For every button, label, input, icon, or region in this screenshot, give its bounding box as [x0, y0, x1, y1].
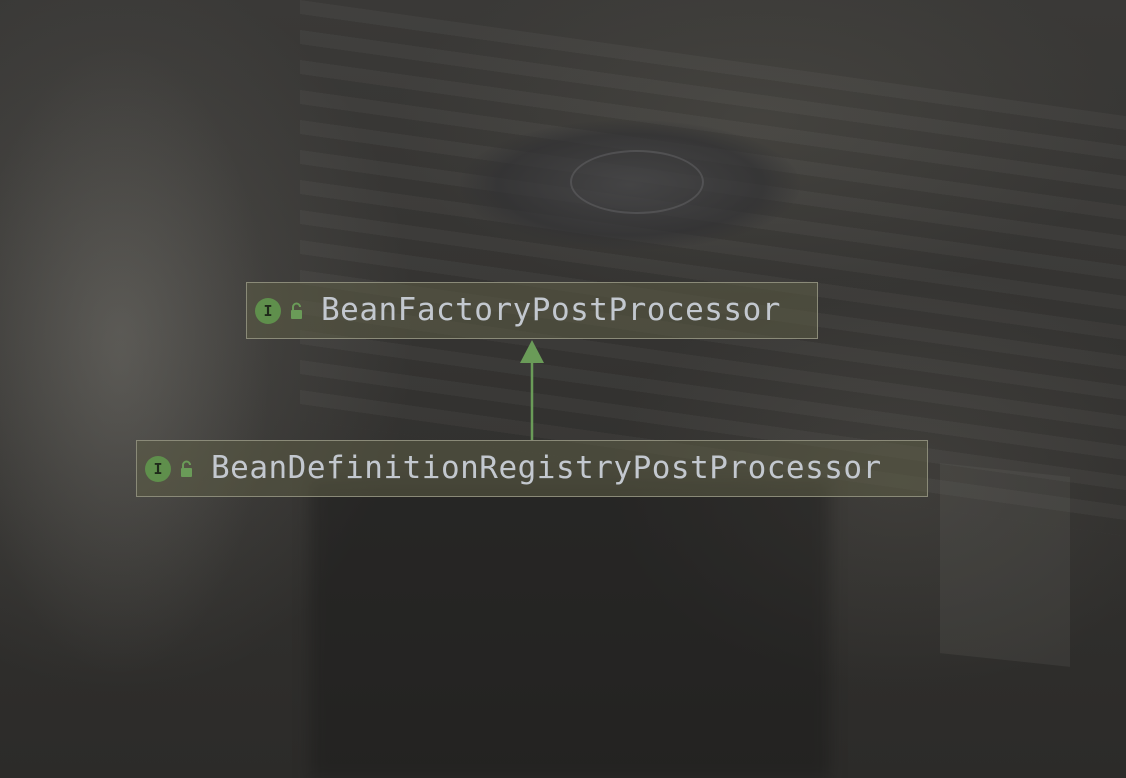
- public-unlock-icon: [287, 300, 309, 322]
- wallpaper-figure: [0, 0, 320, 778]
- interface-icon: I: [255, 297, 281, 324]
- public-unlock-icon: [177, 458, 199, 480]
- class-node-label: BeanDefinitionRegistryPostProcessor: [211, 450, 882, 486]
- wallpaper-disc-center: [570, 150, 704, 214]
- class-node-child[interactable]: I BeanDefinitionRegistryPostProcessor: [136, 440, 928, 497]
- wallpaper-shadow: [310, 480, 830, 778]
- class-node-parent[interactable]: I BeanFactoryPostProcessor: [246, 282, 818, 339]
- interface-icon: I: [145, 455, 171, 482]
- class-node-label: BeanFactoryPostProcessor: [321, 292, 781, 328]
- inheritance-arrowhead-icon: [520, 340, 544, 363]
